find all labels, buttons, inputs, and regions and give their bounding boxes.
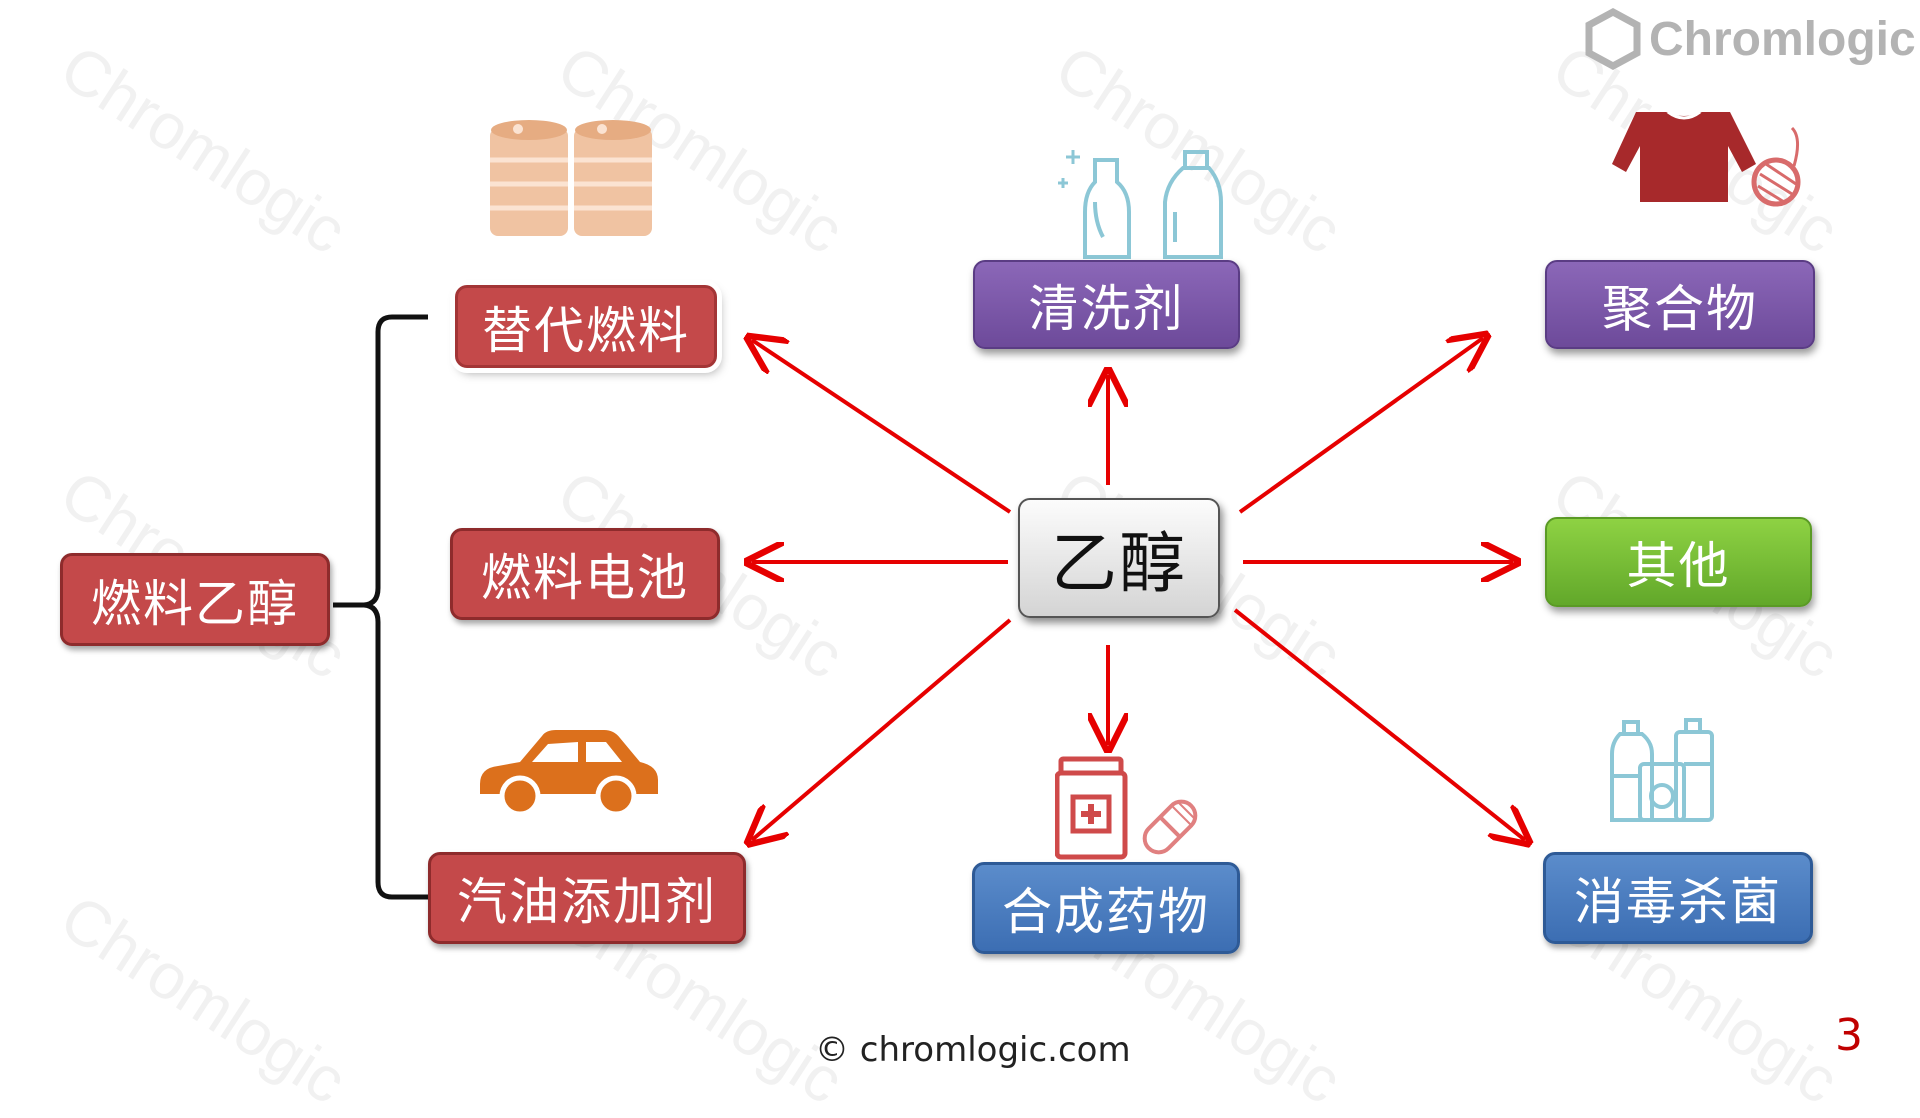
other-label: 其他 <box>1626 537 1731 595</box>
other-box: 其他 <box>1545 517 1812 607</box>
ethanol-center-box: 乙醇 <box>1018 498 1220 618</box>
fuel-cell-label: 燃料电池 <box>481 549 689 607</box>
arrow-to-alt-fuel <box>752 340 1012 514</box>
oil-barrels-icon <box>490 120 652 236</box>
polymer-label: 聚合物 <box>1602 279 1758 338</box>
connector-arrows <box>333 314 1920 900</box>
gasoline-additive-box: 汽油添加剂 <box>428 852 746 944</box>
fuel-ethanol-label: 燃料乙醇 <box>91 574 299 633</box>
hexagon-logo-icon <box>1585 8 1641 70</box>
disinfect-box: 消毒杀菌 <box>1543 852 1813 944</box>
page-number: 3 <box>1835 1010 1863 1061</box>
copyright-footer: © chromlogic.com <box>815 1030 1131 1070</box>
arrow-to-gasoline-additive <box>752 618 1012 840</box>
medicine-bottle-pill-icon <box>1055 756 1198 860</box>
car-icon <box>480 730 658 817</box>
cleaning-bottles-icon <box>1058 150 1223 259</box>
alt-fuel-label: 替代燃料 <box>482 301 690 360</box>
ethanol-label: 乙醇 <box>1051 525 1187 602</box>
gasoline-additive-label: 汽油添加剂 <box>457 873 717 931</box>
fuel-bracket <box>333 314 428 900</box>
pharma-box: 合成药物 <box>972 862 1240 954</box>
alt-fuel-box: 替代燃料 <box>455 285 717 368</box>
pharma-label: 合成药物 <box>1002 883 1210 941</box>
polymer-box: 聚合物 <box>1545 260 1815 349</box>
disinfectant-bottles-icon <box>1610 718 1714 822</box>
sweater-yarn-icon <box>1612 110 1801 207</box>
detergent-box: 清洗剂 <box>973 260 1240 349</box>
disinfect-label: 消毒杀菌 <box>1574 873 1782 931</box>
arrow-to-polymer <box>1238 338 1483 514</box>
detergent-label: 清洗剂 <box>1028 279 1185 338</box>
arrow-to-disinfect <box>1233 608 1525 840</box>
fuel-ethanol-box: 燃料乙醇 <box>60 553 330 646</box>
brand-name: Chromlogic <box>1649 12 1916 66</box>
brand-logo: Chromlogic <box>1585 8 1916 70</box>
fuel-cell-box: 燃料电池 <box>450 528 720 620</box>
